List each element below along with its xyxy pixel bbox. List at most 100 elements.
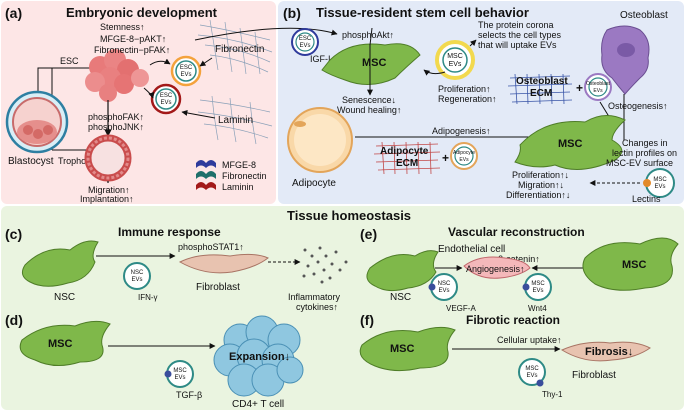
migration2-text: Migration↑↓ (518, 180, 564, 190)
implantation-text: Implantation↑ (80, 194, 134, 204)
laminin-label: Laminin (218, 115, 253, 126)
msc-ev-f: MSC EVs (518, 358, 546, 387)
osteoblast-ev: Osteoblast EVs (584, 73, 612, 101)
legend-fibronectin: Fibronectin (222, 171, 267, 181)
msc-ev-e: MSC EVs (522, 273, 552, 301)
legend-mark-fibronectin (196, 171, 216, 179)
nsc-cell-e (366, 250, 439, 292)
legend: MFGE-8 Fibronectin Laminin (196, 160, 267, 192)
panel-f-title: Fibrotic reaction (466, 313, 560, 327)
legend-laminin: Laminin (222, 182, 254, 192)
panel-a-label: (a) (5, 5, 22, 21)
wnt-text: Wnt4 (528, 304, 547, 313)
catenin-text: β-catenin↑ (498, 254, 540, 264)
legend-mark-mfge (196, 160, 216, 168)
phosphofak-text: phosphoFAK↑ (88, 112, 144, 122)
lectins-label: Lectins (632, 194, 661, 204)
uptake-text: Cellular uptake↑ (497, 335, 562, 345)
phosphojnk-text: phosphoJNK↑ (88, 122, 144, 132)
lectin-text-2: lectin profiles on (612, 148, 677, 158)
nsc-ev-e: NSC EVs (428, 273, 458, 301)
msc-cell-top (321, 43, 421, 85)
panel-d-label: (d) (5, 312, 23, 328)
nsc-c-label: NSC (54, 292, 75, 303)
cytokines-text-2: cytokines↑ (296, 302, 338, 312)
svg-text:ECM: ECM (396, 158, 418, 169)
osteoblast-label: Osteoblast (620, 10, 668, 21)
lectin-text-3: MSC-EV surface (606, 158, 673, 168)
senescence-text: Senescence↓ (342, 95, 396, 105)
cytokines-text-1: Inflammatory (288, 292, 341, 302)
legend-mfge: MFGE-8 (222, 160, 256, 170)
phosphostat-text: phosphoSTAT1↑ (178, 242, 244, 252)
fibrosis-text: Fibrosis↓ (585, 346, 633, 358)
msc-cell-f (359, 326, 456, 372)
fibroblast-cell-f (560, 341, 651, 362)
svg-text:Adipocyte: Adipocyte (380, 146, 429, 157)
nsc-e-label: NSC (390, 292, 411, 303)
svg-text:NSC: NSC (131, 270, 144, 276)
msc-cell-d (19, 320, 111, 366)
svg-text:EVs: EVs (654, 184, 665, 190)
svg-text:EVs: EVs (526, 373, 537, 379)
svg-text:EVs: EVs (160, 100, 171, 106)
adipocyte-ev: Adipocyte EVs (450, 142, 478, 170)
svg-text:ESC: ESC (160, 93, 173, 99)
msc-cell-right (514, 115, 626, 170)
panel-c-title: Immune response (118, 225, 221, 239)
svg-text:MSC: MSC (525, 366, 539, 372)
trophoblast-label: Trophoblast (58, 156, 106, 166)
regeneration-text: Regeneration↑ (438, 94, 497, 104)
migration-text: Migration↑ (88, 185, 130, 195)
svg-text:MSC: MSC (447, 53, 463, 60)
adipocyte-label: Adipocyte (292, 178, 336, 189)
svg-text:EVs: EVs (299, 43, 310, 49)
trophoblast-ring (84, 134, 132, 182)
wound-healing-text: Wound healing↑ (337, 105, 401, 115)
lectin-msc-ev: MSC EVs (643, 168, 675, 198)
svg-text:MSC: MSC (173, 368, 187, 374)
svg-text:Osteoblast: Osteoblast (586, 81, 611, 87)
svg-text:EVs: EVs (449, 61, 462, 68)
corona-text-3: that will uptake EVs (478, 40, 557, 50)
plus-adipocyte: + (442, 151, 449, 165)
msc-e-label: MSC (622, 259, 647, 271)
svg-text:Osteoblast: Osteoblast (516, 76, 568, 87)
adipocyte-cell (287, 107, 353, 173)
svg-text:EVs: EVs (532, 288, 543, 294)
svg-text:EVs: EVs (459, 157, 469, 163)
osteogenesis-text: Osteogenesis↑ (608, 101, 668, 111)
svg-text:MSC: MSC (531, 281, 545, 287)
proliferation-text: Proliferation↑ (438, 84, 491, 94)
vegf-text: VEGF-A (446, 304, 476, 313)
panel-b-label: (b) (283, 5, 301, 21)
panel-f-label: (f) (360, 312, 374, 328)
panel-e-label: (e) (360, 226, 377, 242)
angiogenesis-text: Angiogenesis↑ (466, 264, 525, 274)
endothelial-cell (463, 256, 531, 279)
fibronectin-mesh (197, 19, 273, 75)
plus-osteoblast: + (576, 81, 583, 95)
nsc-cell-c (21, 240, 99, 287)
tcell-label: CD4+ T cell (232, 399, 284, 410)
phosphoakt-text: phosphoAkt↑ (342, 30, 394, 40)
stemness-text: Stemness↑ (100, 22, 145, 32)
endothelial-label: Endothelial cell (438, 244, 505, 255)
msc-ev-d: MSC EVs (164, 360, 194, 388)
fibronectin-pfak-text: Fibronectin−pFAK↑ (94, 45, 170, 55)
osteoblast-cell (601, 25, 650, 95)
esc-ev-upper: ESC EVs (170, 55, 202, 87)
svg-text:EVs: EVs (438, 288, 449, 294)
corona-text-1: The protein corona (478, 20, 554, 30)
panel-c-label: (c) (5, 226, 22, 242)
esc-ev-lower: ESC EVs (150, 83, 182, 115)
msc-d-label: MSC (48, 338, 73, 350)
esc-label: ESC (60, 56, 79, 66)
adipocyte-ecm: Adipocyte ECM (373, 141, 441, 175)
mfge-pakt-text: MFGE-8−pAKT↑ (100, 34, 166, 44)
blastocyst-label: Blastocyst (8, 156, 54, 167)
msc-cell-e (582, 237, 679, 291)
tcell-cluster (213, 315, 304, 397)
legend-mark-laminin (196, 182, 216, 190)
svg-text:Adipocyte: Adipocyte (453, 150, 475, 156)
